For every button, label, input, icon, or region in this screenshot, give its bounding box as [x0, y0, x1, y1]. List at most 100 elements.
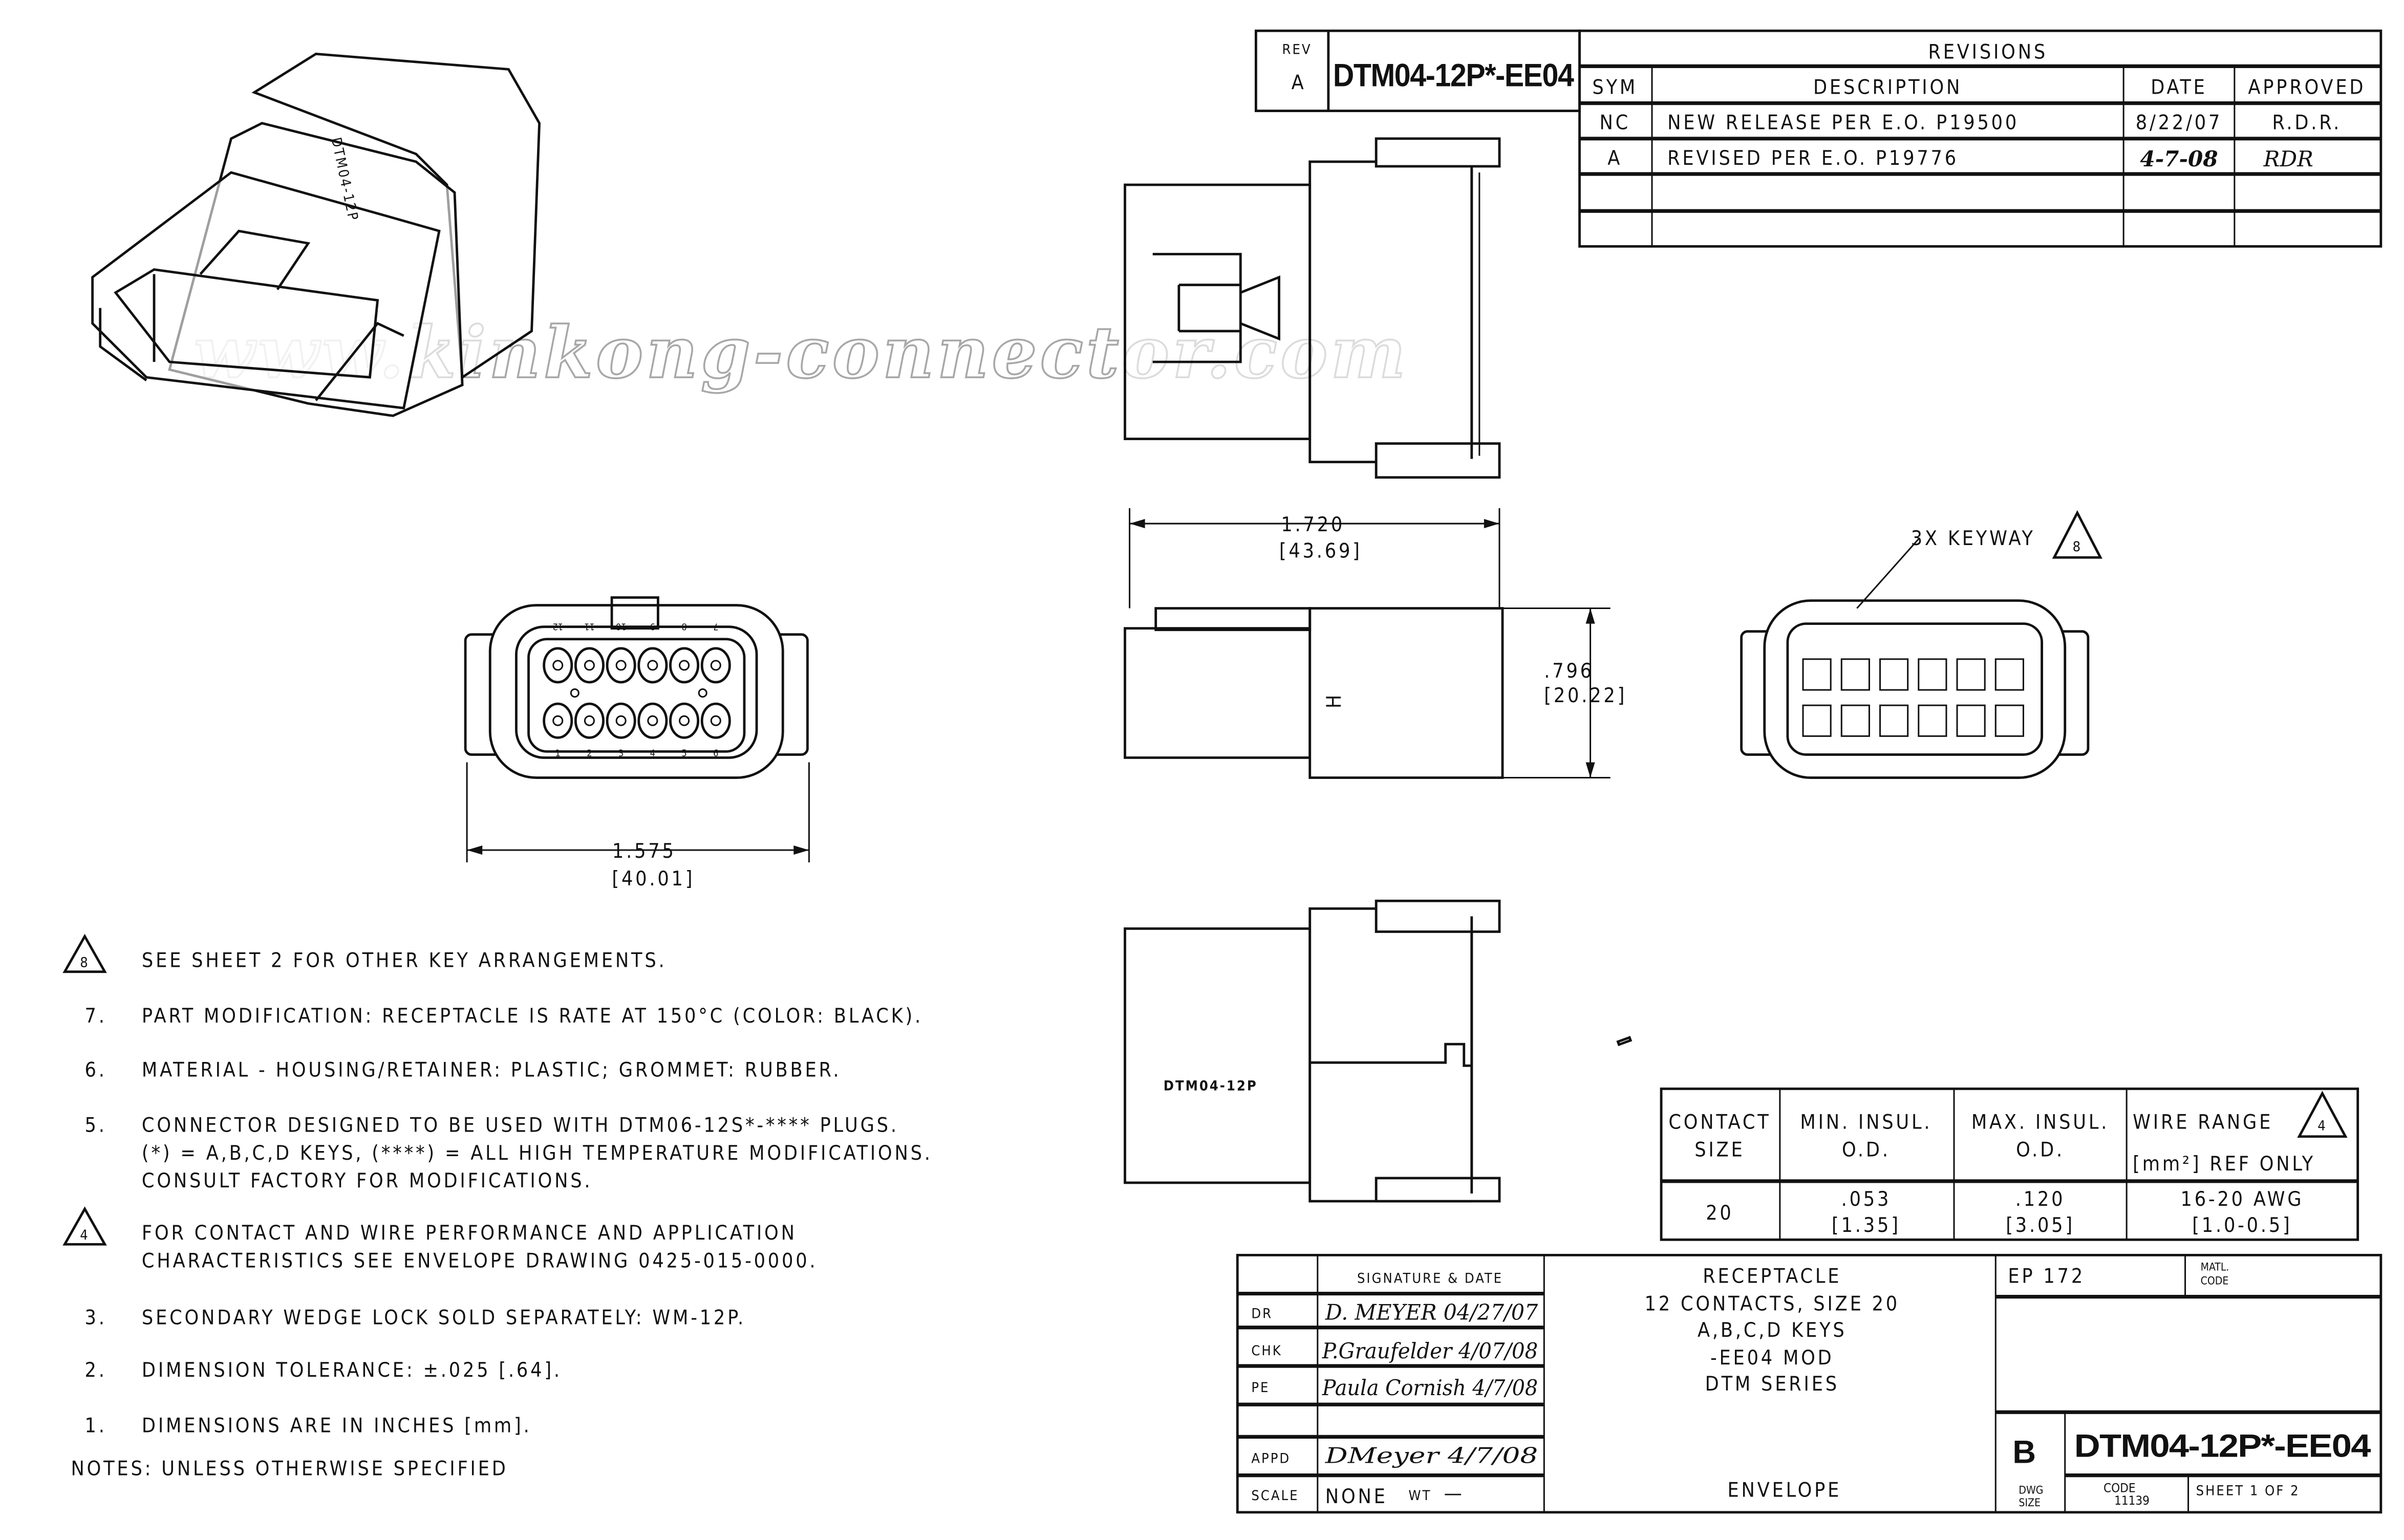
- pin-number-bottom: 1: [555, 748, 561, 758]
- desc-line-2: 12 CONTACTS, SIZE 20: [1645, 1293, 1900, 1316]
- note-text: SECONDARY WEDGE LOCK SOLD SEPARATELY: WM…: [142, 1307, 746, 1330]
- contact-cavity: [1840, 704, 1870, 737]
- hdr-wire-2: [mm²] REF ONLY: [2133, 1153, 2315, 1176]
- cell-min-in: .053: [1841, 1188, 1892, 1211]
- contact-cavity: [1802, 658, 1832, 691]
- desc-line-5: DTM SERIES: [1705, 1373, 1839, 1396]
- dim-height-mm: [20.22]: [1544, 684, 1627, 707]
- rev-sym: A: [1607, 147, 1622, 170]
- col-approved: APPROVED: [2248, 76, 2366, 99]
- pin-center: [584, 660, 595, 671]
- dwg-size-label-1: DWG: [2019, 1484, 2043, 1496]
- role-appd: APPD: [1251, 1451, 1291, 1467]
- rev-part-number: DTM04-12P*-EE04: [1333, 58, 1574, 94]
- cell-wire-awg: 16-20 AWG: [2181, 1188, 2304, 1211]
- note-text: PART MODIFICATION: RECEPTACLE IS RATE AT…: [142, 1005, 923, 1028]
- rev-label: REV: [1282, 41, 1312, 57]
- revisions-title: REVISIONS: [1928, 40, 2048, 63]
- pin-cavity: [543, 702, 573, 739]
- rev-description: NEW RELEASE PER E.O. P19500: [1667, 112, 2019, 135]
- pin-cavity: [574, 702, 605, 739]
- note-text: CONSULT FACTORY FOR MODIFICATIONS.: [142, 1169, 592, 1192]
- pin-number-top: 10: [616, 621, 627, 632]
- rev-block: REV A DTM04-12P*-EE04: [1254, 29, 1581, 113]
- pin-cavity: [669, 702, 700, 739]
- bottom-view: DTM04-12P: [1124, 899, 1501, 1203]
- rev-approved: R.D.R.: [2272, 112, 2342, 135]
- matl-label-1: MATL.: [2201, 1260, 2229, 1273]
- col-sym: SYM: [1592, 76, 1638, 99]
- code-label: CODE: [2104, 1481, 2136, 1495]
- cell-wire-mm: [1.0-0.5]: [2192, 1214, 2292, 1237]
- note-item: 8 SEE SHEET 2 FOR OTHER KEY ARRANGEMENTS.: [62, 934, 667, 973]
- rear-end-view: 3X KEYWAY 8: [1740, 510, 2102, 779]
- pin-center: [647, 660, 658, 671]
- dim-width-mm: [40.01]: [612, 867, 695, 891]
- isometric-view: DTM04-12P: [91, 52, 541, 417]
- contact-cavity: [1918, 658, 1947, 691]
- envelope-label: ENVELOPE: [1728, 1479, 1842, 1502]
- pin-number-bottom: 2: [587, 748, 592, 758]
- hdr-wire-1: WIRE RANGE: [2133, 1111, 2273, 1134]
- rev-description: REVISED PER E.O. P19776: [1667, 147, 1959, 170]
- rev-approved: RDR: [2263, 146, 2313, 171]
- note-text: CONNECTOR DESIGNED TO BE USED WITH DTM06…: [142, 1114, 899, 1137]
- note-text: (*) = A,B,C,D KEYS, (****) = ALL HIGH TE…: [142, 1142, 933, 1165]
- dwg-size-label-2: SIZE: [2019, 1496, 2041, 1509]
- note-item: 2.DIMENSION TOLERANCE: ±.025 [.64].: [85, 1359, 562, 1382]
- wire-note-flag: 4: [2317, 1118, 2327, 1134]
- note-item: 3. SECONDARY WEDGE LOCK SOLD SEPARATELY: …: [85, 1307, 746, 1330]
- pin-center: [710, 660, 721, 671]
- note-number: 3.: [85, 1307, 107, 1330]
- contact-cavity: [1956, 658, 1986, 691]
- rev-date: 4-7-08: [2140, 146, 2218, 171]
- front-width-dimension: 1.575 [40.01]: [466, 762, 810, 891]
- rev-sym: NC: [1599, 112, 1630, 135]
- desc-line-3: A,B,C,D KEYS: [1698, 1319, 1847, 1342]
- sig-pe: Paula Cornish 4/7/08: [1322, 1375, 1538, 1400]
- alignment-hole: [570, 688, 579, 698]
- revision-row: NC NEW RELEASE PER E.O. P19500 8/22/07 R…: [1599, 112, 2342, 135]
- note-item: 7. PART MODIFICATION: RECEPTACLE IS RATE …: [85, 1005, 923, 1028]
- contact-cavity: [1994, 704, 2024, 737]
- revisions-table: REVISIONS SYM DESCRIPTION DATE APPROVED …: [1578, 29, 2382, 248]
- pin-center: [679, 660, 690, 671]
- note-number: 5.: [85, 1114, 107, 1137]
- pin-number-top: 12: [552, 621, 563, 632]
- role-dr: DR: [1251, 1306, 1273, 1322]
- bottom-part-label: DTM04-12P: [1164, 1078, 1258, 1094]
- pin-number-bottom: 6: [713, 748, 718, 758]
- pin-cavity: [606, 647, 636, 684]
- alignment-hole: [698, 688, 707, 698]
- hdr-contact-1: CONTACT: [1668, 1111, 1771, 1134]
- notes-footer: NOTES: UNLESS OTHERWISE SPECIFIED: [71, 1458, 508, 1481]
- cell-min-mm: [1.35]: [1832, 1214, 1901, 1237]
- keyway-callout: 3X KEYWAY: [1911, 527, 2035, 550]
- note-number: 1.: [85, 1414, 107, 1437]
- matl-label-2: CODE: [2201, 1274, 2229, 1287]
- note-text: CHARACTERISTICS SEE ENVELOPE DRAWING 042…: [142, 1249, 818, 1272]
- wt-value: —: [1444, 1482, 1465, 1505]
- note-item: 6.MATERIAL - HOUSING/RETAINER: PLASTIC; …: [85, 1058, 839, 1081]
- wt-label: WT: [1408, 1488, 1431, 1504]
- note-text: SEE SHEET 2 FOR OTHER KEY ARRANGEMENTS.: [142, 949, 667, 972]
- dim-height-in: .796: [1544, 660, 1594, 683]
- revision-row: A REVISED PER E.O. P19776 4-7-08 RDR: [1607, 146, 2313, 171]
- contact-cavity: [1840, 658, 1870, 691]
- pin-number-bottom: 4: [650, 748, 655, 758]
- pin-number-bottom: 3: [618, 748, 624, 758]
- contact-cavity: [1879, 704, 1909, 737]
- note-number: 7.: [85, 1005, 107, 1028]
- cell-max-in: .120: [2015, 1188, 2066, 1211]
- contact-table: CONTACT SIZE MIN. INSUL. O.D. MAX. INSUL…: [1660, 1087, 2359, 1241]
- sig-appd: DMeyer 4/7/08: [1325, 1443, 1538, 1468]
- pin-center: [615, 715, 627, 726]
- desc-line-1: RECEPTACLE: [1703, 1265, 1841, 1288]
- note-number: 8: [80, 955, 90, 971]
- dwg-size: B: [2012, 1435, 2035, 1470]
- pin-cavity: [543, 647, 573, 684]
- pin-number-top: 11: [584, 621, 595, 632]
- note-text: DIMENSION TOLERANCE: ±.025 [.64].: [142, 1359, 562, 1382]
